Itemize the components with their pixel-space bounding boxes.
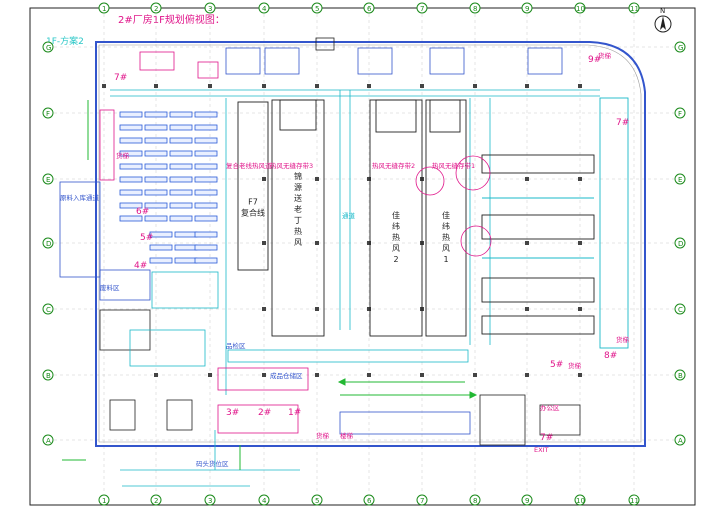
lift-label-bottom: 货梯	[316, 431, 330, 440]
svg-text:9: 9	[525, 497, 529, 505]
cyan-lines	[110, 89, 600, 487]
building-outline	[95, 41, 646, 447]
north-compass: N	[654, 7, 672, 33]
drawing-frame	[29, 7, 696, 506]
svg-text:3: 3	[208, 5, 212, 13]
svg-text:6: 6	[367, 5, 372, 13]
grid-top-bubbles: 1 2 3 4 5 6 7 8 9 10 11	[98, 2, 640, 14]
svg-text:D: D	[46, 240, 51, 248]
svg-text:G: G	[678, 44, 683, 52]
marker-5-right: 5#	[550, 360, 563, 370]
svg-text:5: 5	[315, 497, 319, 505]
scheme-label: 1F-方案2	[46, 35, 84, 47]
area-labels: 7# 9# 7# 6# 5# 4# 3# 2# 1# 8# 5# 7# 货梯 货…	[60, 51, 630, 468]
flow-arrows	[62, 100, 478, 470]
svg-text:8: 8	[473, 497, 477, 505]
exit-label: EXIT	[534, 446, 548, 454]
svg-text:E: E	[678, 176, 682, 184]
right-production-lines	[481, 97, 629, 349]
svg-text:4: 4	[262, 497, 267, 505]
lift-label-top: 货梯	[598, 51, 612, 60]
svg-text:8: 8	[473, 5, 477, 13]
hot-air-label-2: 热风无缝存带2	[372, 161, 415, 170]
svg-text:B: B	[46, 372, 51, 380]
zone-jinyuan-line: 锦源送老丁热风	[294, 171, 302, 247]
qc-label: 品检区	[226, 341, 246, 350]
svg-text:C: C	[678, 306, 683, 314]
svg-text:7: 7	[420, 497, 424, 505]
entrance-label: 原料入库通道	[60, 193, 100, 202]
svg-text:11: 11	[630, 5, 639, 13]
svg-text:2: 2	[154, 497, 158, 505]
svg-text:C: C	[46, 306, 51, 314]
dock-label: 码头货位区	[196, 459, 229, 468]
hot-air-label-3: 热风无缝存带3	[270, 161, 313, 170]
svg-text:B: B	[678, 372, 683, 380]
svg-text:11: 11	[630, 497, 639, 505]
waste-label: 废料区	[100, 283, 120, 292]
grid-bottom-bubbles: 1 2 3 4 5 6 7 8 9 10 11	[98, 494, 640, 506]
svg-text:6: 6	[367, 497, 372, 505]
svg-text:3: 3	[208, 497, 212, 505]
svg-text:5: 5	[315, 5, 319, 13]
grid-right-bubbles: G F E D C B A	[674, 41, 686, 446]
svg-text:4: 4	[262, 5, 267, 13]
svg-text:10: 10	[576, 497, 585, 505]
hot-air-label-1: 热风无缝存带1	[432, 161, 475, 170]
svg-text:7: 7	[420, 5, 424, 13]
marker-6-left: 6#	[136, 207, 149, 217]
svg-text:2: 2	[154, 5, 158, 13]
svg-text:F: F	[46, 110, 50, 118]
svg-text:1: 1	[102, 5, 106, 13]
marker-7-top-left: 7#	[114, 73, 127, 83]
compound-line-label: 复合老线热风道	[226, 161, 272, 170]
marker-3-bottom: 3#	[226, 408, 239, 418]
aisle-label: 通道	[342, 211, 356, 220]
marker-8-right: 8#	[604, 351, 617, 361]
lift-label-right-1: 货梯	[568, 361, 582, 370]
north-rooms	[139, 37, 563, 79]
svg-text:D: D	[678, 240, 683, 248]
grid-left-bubbles: G F E D C B A	[42, 41, 54, 446]
svg-text:A: A	[678, 437, 683, 445]
svg-text:G: G	[46, 44, 51, 52]
stair-label: 楼梯	[340, 431, 354, 440]
svg-text:1: 1	[102, 497, 106, 505]
marker-7-right: 7#	[616, 118, 629, 128]
marker-7-bottom-right: 7#	[540, 433, 553, 443]
left-side-rooms	[59, 109, 219, 431]
drawing-title: 2#厂房1F规划俯视图：	[118, 13, 225, 26]
marker-1-bottom: 1#	[288, 408, 301, 418]
svg-text:10: 10	[576, 5, 585, 13]
svg-text:9: 9	[525, 5, 529, 13]
office-label: 办公区	[540, 403, 560, 412]
lift-label-right-2: 货梯	[616, 335, 630, 344]
machine-lines	[237, 99, 467, 337]
marker-2-bottom: 2#	[258, 408, 271, 418]
lift-label-left: 货梯	[116, 151, 130, 160]
svg-text:E: E	[46, 176, 50, 184]
hot-air-nodes	[415, 155, 492, 257]
marker-9-right: 9#	[588, 55, 601, 65]
left-storage-racks	[119, 111, 218, 264]
south-rooms	[217, 367, 581, 446]
storage-label: 成品仓储区	[270, 371, 303, 380]
marker-4-left: 4#	[134, 261, 147, 271]
svg-text:A: A	[46, 437, 51, 445]
structural-columns	[102, 84, 582, 377]
svg-text:N: N	[660, 7, 665, 15]
marker-5-left: 5#	[140, 233, 153, 243]
svg-text:F: F	[678, 110, 682, 118]
